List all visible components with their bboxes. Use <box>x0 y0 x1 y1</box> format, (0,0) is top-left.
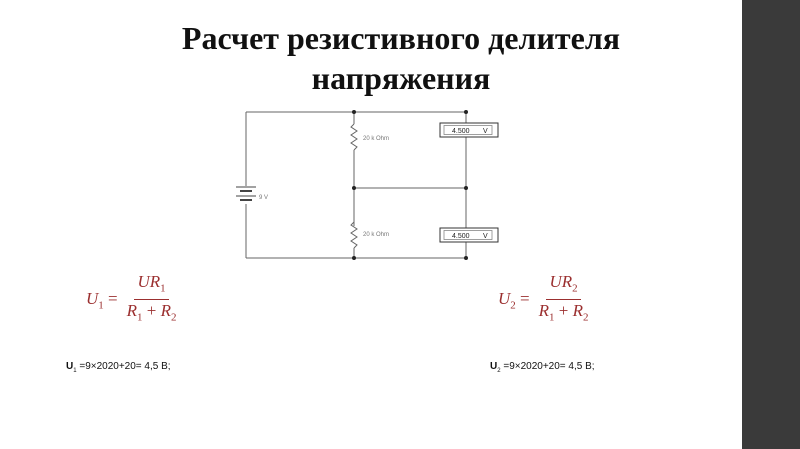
voltmeter-1: 4.500 V <box>439 122 499 138</box>
resistor-2 <box>350 221 358 249</box>
fraction: UR1 R1 + R2 <box>126 272 177 324</box>
node-dot <box>352 186 356 190</box>
resistor-1 <box>350 123 358 151</box>
voltmeter-2-value: 4.500 <box>452 233 470 240</box>
calculation-u1: U1 =9×2020+20= 4,5 В; <box>66 361 171 374</box>
slide-title: Расчет резистивного делителя напряжения <box>60 18 742 98</box>
resistor-2-label: 20 k Ohm <box>363 232 389 238</box>
node-dot <box>352 110 356 114</box>
formula-u2: U2 = UR2 R1 + R2 <box>498 272 592 328</box>
node-dot <box>464 256 468 260</box>
title-line-2: напряжения <box>311 60 491 96</box>
right-sidebar-panel <box>742 0 800 449</box>
voltmeter-2: 4.500 V <box>439 227 499 243</box>
node-dot <box>464 110 468 114</box>
circuit-diagram: 9 V 20 k Ohm 20 k Ohm 4.500 V 4.500 V <box>236 110 499 260</box>
slide: Расчет резистивного делителя напряжения <box>60 18 742 374</box>
title-line-1: Расчет резистивного делителя <box>181 20 621 56</box>
formula-u1: U1 = UR1 R1 + R2 <box>86 272 180 328</box>
voltmeter-1-value: 4.500 <box>452 128 470 135</box>
resistor-1-label: 20 k Ohm <box>363 136 389 142</box>
battery-label: 9 V <box>259 195 268 201</box>
battery-icon <box>236 186 256 201</box>
voltmeter-1-unit: V <box>483 128 488 135</box>
node-dot <box>352 256 356 260</box>
fraction: UR2 R1 + R2 <box>538 272 589 324</box>
voltmeter-2-unit: V <box>483 233 488 240</box>
calculation-u2: U2 =9×2020+20= 4,5 В; <box>490 361 595 374</box>
node-dot <box>464 186 468 190</box>
